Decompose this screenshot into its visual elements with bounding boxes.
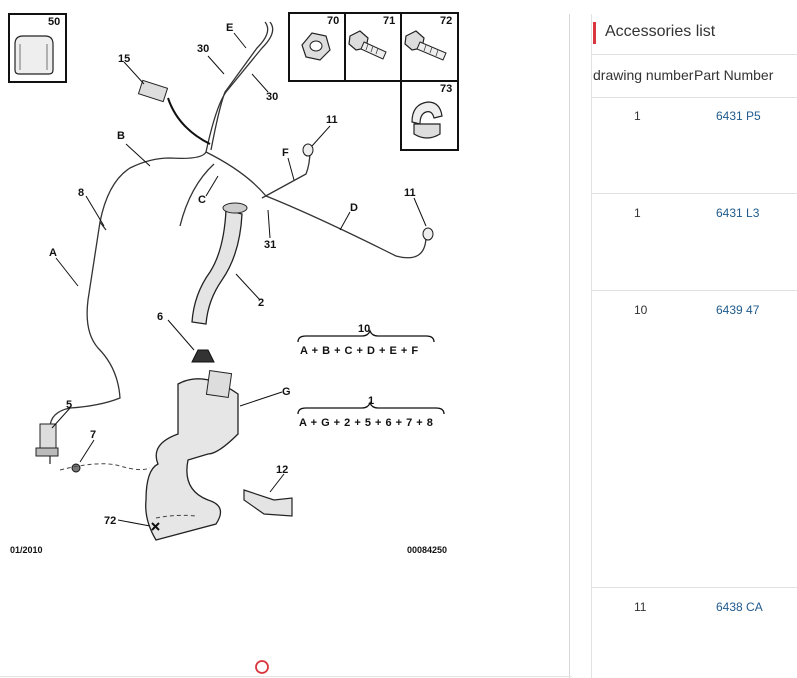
callout-c: C: [198, 194, 206, 206]
inset-label-73: 73: [440, 83, 452, 95]
part-number-link[interactable]: 6431 L3: [716, 206, 760, 220]
table-row[interactable]: 10 6439 47: [592, 291, 797, 588]
formula-10: A + B + C + D + E + F: [300, 345, 419, 357]
leader-lines: [51, 32, 427, 527]
callout-10: 10: [358, 323, 370, 335]
drawing-number-cell: 1: [634, 206, 641, 220]
column-header-part-number: Part Number: [694, 67, 774, 83]
inset-box-fasteners: 70 71 72: [288, 12, 459, 82]
diagram-date: 01/2010: [10, 545, 43, 555]
inset-label-70: 70: [327, 15, 339, 27]
brace-10: [297, 329, 435, 343]
drawing-number-cell: 10: [634, 303, 648, 317]
seal-part-6: [191, 349, 215, 363]
callout-11-right: 11: [404, 187, 416, 199]
diagram-reference: 00084250: [407, 545, 447, 555]
callout-12: 12: [276, 464, 288, 476]
table-row[interactable]: 1 6431 P5: [592, 97, 797, 194]
inset-box-50: 50: [8, 13, 67, 83]
bottom-rule: [0, 676, 572, 677]
callout-a: A: [49, 247, 57, 259]
inset-label-72: 72: [440, 15, 452, 27]
table-row[interactable]: 1 6431 L3: [592, 194, 797, 291]
brace-1: [297, 401, 445, 415]
scroll-indicator-circle[interactable]: [255, 660, 269, 674]
washer-reservoir: [145, 378, 239, 541]
drawing-number-cell: 1: [634, 109, 641, 123]
callout-30-lower: 30: [266, 91, 278, 103]
panel-header: Accessories list: [592, 22, 797, 44]
table-row[interactable]: 11 6438 CA: [592, 588, 797, 678]
accessories-panel: Accessories list drawing number Part Num…: [591, 14, 797, 678]
bolt-icon: [348, 30, 387, 60]
callout-11-upper: 11: [326, 114, 338, 126]
part-number-link[interactable]: 6431 P5: [716, 109, 761, 123]
callout-72: 72: [104, 515, 116, 527]
callout-f: F: [282, 147, 289, 159]
connector-part-15: [137, 79, 169, 103]
column-header-drawing-number: drawing number: [593, 67, 694, 83]
callout-15: 15: [118, 53, 130, 65]
hose-clip-icon: [411, 101, 443, 125]
filler-neck: [191, 209, 243, 325]
nozzle-icon: [302, 143, 314, 157]
callout-1: 1: [368, 395, 374, 407]
inset-label-50: 50: [48, 16, 60, 28]
callout-7: 7: [90, 429, 96, 441]
diagram-drawing: 50 70 71 72: [8, 12, 459, 674]
grommet-part-7: [71, 463, 81, 473]
formula-1: A + G + 2 + 5 + 6 + 7 + 8: [299, 417, 433, 429]
callout-d: D: [350, 202, 358, 214]
washer-hoses: [49, 21, 427, 464]
flange-bolt-icon: [404, 30, 447, 61]
callout-g: G: [282, 386, 291, 398]
inset-label-71: 71: [383, 15, 395, 27]
callout-e: E: [226, 22, 233, 34]
part-number-link[interactable]: 6439 47: [716, 303, 760, 317]
marker-72: [151, 522, 160, 531]
drawing-number-cell: 11: [634, 600, 647, 614]
part-number-link[interactable]: 6438 CA: [716, 600, 763, 614]
table-header: drawing number Part Number: [592, 54, 797, 98]
clip-part-icon: [14, 35, 54, 75]
inset-box-73: 73: [400, 80, 459, 151]
callout-6: 6: [157, 311, 163, 323]
title-accent-bar: [593, 22, 596, 44]
nozzle-icon-2: [422, 227, 434, 241]
callout-2: 2: [258, 297, 264, 309]
nut-icon: [301, 32, 331, 61]
callout-8: 8: [78, 187, 84, 199]
panel-divider: [569, 14, 570, 678]
callout-31: 31: [264, 239, 276, 251]
panel-title: Accessories list: [605, 23, 716, 40]
exploded-diagram: 50 70 71 72: [8, 12, 459, 674]
bracket-part-12: [243, 489, 293, 517]
callout-30-upper: 30: [197, 43, 209, 55]
callout-b: B: [117, 130, 125, 142]
callout-5: 5: [66, 399, 72, 411]
